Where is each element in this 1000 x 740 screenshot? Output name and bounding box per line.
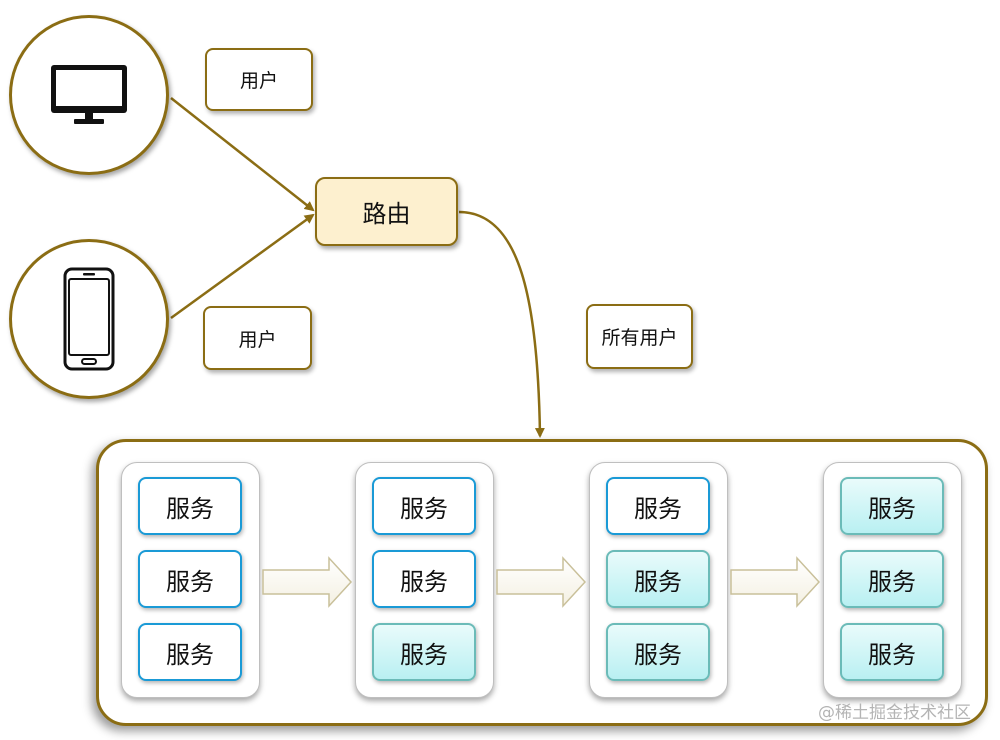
service-g4-3: 服务 <box>840 623 944 681</box>
monitor-icon <box>51 65 127 124</box>
user-label-bottom: 用户 <box>203 306 312 370</box>
service-label: 服务 <box>166 567 214 596</box>
service-label: 服务 <box>634 567 682 596</box>
service-label: 服务 <box>166 640 214 669</box>
service-label: 服务 <box>634 494 682 523</box>
service-label: 服务 <box>634 640 682 669</box>
service-label: 服务 <box>868 640 916 669</box>
user-label-top: 用户 <box>205 48 313 111</box>
service-label: 服务 <box>166 494 214 523</box>
progression-arrow-1 <box>262 556 353 608</box>
edge-phone-to-router <box>170 213 315 320</box>
service-g1-3: 服务 <box>138 623 242 681</box>
service-label: 服务 <box>868 567 916 596</box>
edge-monitor-to-router <box>170 97 315 212</box>
service-label: 服务 <box>400 640 448 669</box>
service-label: 服务 <box>400 567 448 596</box>
edge-router-to-cluster <box>458 210 545 438</box>
smartphone-icon <box>63 267 115 371</box>
service-label: 服务 <box>400 494 448 523</box>
service-label: 服务 <box>868 494 916 523</box>
user-label-bottom-text: 用户 <box>238 328 277 351</box>
router-label: 路由 <box>362 200 411 228</box>
service-g2-3: 服务 <box>372 623 476 681</box>
service-g1-2: 服务 <box>138 550 242 608</box>
monitor-device <box>9 15 169 175</box>
service-g4-1: 服务 <box>840 477 944 535</box>
service-g3-1: 服务 <box>606 477 710 535</box>
user-label-top-text: 用户 <box>239 70 278 92</box>
service-g4-2: 服务 <box>840 550 944 608</box>
service-g1-1: 服务 <box>138 477 242 535</box>
watermark-text: @稀土掘金技术社区 <box>818 703 971 723</box>
service-g2-2: 服务 <box>372 550 476 608</box>
watermark: @稀土掘金技术社区 <box>818 698 971 723</box>
service-g3-3: 服务 <box>606 623 710 681</box>
smartphone-device <box>9 239 169 399</box>
progression-arrow-2 <box>496 556 587 608</box>
all-users-label-text: 所有用户 <box>601 327 678 349</box>
progression-arrow-3 <box>730 556 821 608</box>
service-g3-2: 服务 <box>606 550 710 608</box>
service-g2-1: 服务 <box>372 477 476 535</box>
router-node: 路由 <box>315 177 458 246</box>
all-users-label: 所有用户 <box>586 304 693 369</box>
